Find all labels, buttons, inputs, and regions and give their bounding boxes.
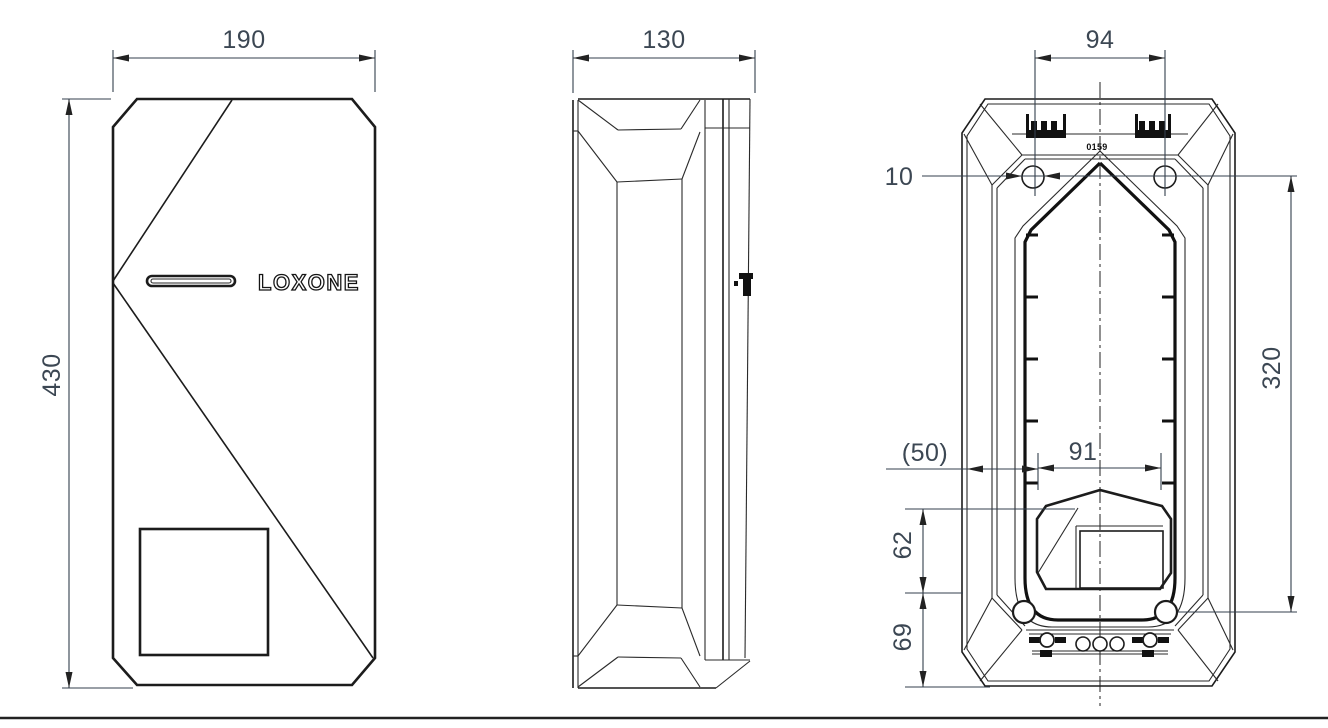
dim-bottom-offset: 69 [889,623,917,652]
rear-mounting-clip-right [1135,114,1171,138]
rear-marking-text: 0159 [1086,142,1107,152]
side-view: 130 [572,26,756,689]
side-groove-bot-ridge [617,656,682,659]
dim-pocket-height: 62 [889,531,917,560]
rear-hole-bottom-right [1153,599,1179,625]
led-slot [145,274,237,288]
rear-pocket-diagonal [1037,507,1079,574]
rear-cable-knockouts [1075,636,1125,652]
rear-plug-left [1040,650,1052,657]
dim-side-depth: 130 [642,26,685,54]
rear-corner-br-b [1177,629,1219,682]
side-groove-bot-ridge-2 [616,604,683,609]
rear-hole-top-left [1021,165,1045,189]
front-view: LOXONE 190 430 [38,26,377,689]
dim-offset-ref: (50) [902,439,948,467]
rear-corner-tl-a [979,103,1023,156]
rear-screw-boss-left [1029,632,1066,648]
rear-outline-outer [961,98,1236,687]
side-groove-top-slant-right [680,99,701,130]
rear-mounting-clip-left [1026,114,1066,138]
rear-arch-outer-left [1014,150,1101,628]
rear-cable-pocket [1035,488,1173,591]
side-groove-bot-slant-left [577,656,619,688]
rear-corner-tr-a [1177,103,1219,156]
rear-corner-tr-b [1207,133,1234,186]
dim-pocket-width: 91 [1069,438,1098,466]
rear-wall-ticks [1026,233,1174,485]
rear-screw-boss-right [1132,632,1169,648]
rear-view: 0159 [885,26,1297,706]
side-groove-bot-slant-left-2 [577,604,618,657]
side-groove-top-ridge [617,128,682,131]
rear-outline-inner [966,103,1231,682]
rear-pocket-box [1079,530,1164,589]
front-facet-line-upper [112,99,233,282]
side-groove-top-ridge-2 [616,178,683,183]
side-groove-bot-slant-right-2 [681,607,701,657]
rear-inner-frame [991,154,1209,635]
rear-corner-tl-b [963,133,993,186]
dim-hole-diameter: 10 [885,163,914,191]
led-slot-inner [150,278,232,284]
dim-front-height: 430 [38,353,66,396]
rear-corner-bl-b [979,629,1023,682]
front-facet-line-lower [112,282,374,659]
front-body-outline [111,97,377,687]
side-groove-top-slant-left-2 [577,130,618,183]
rear-corner-bl-a [963,597,993,651]
rear-hole-bottom-left [1011,599,1037,625]
loxone-logo: LOXONE [258,270,360,295]
side-right-edge-taper [744,98,751,659]
side-groove-bot-slant-right [680,657,701,688]
dim-clip-spacing: 94 [1086,26,1115,54]
side-mounting-clip [734,273,753,296]
side-groove-top-slant-right-2 [681,131,701,180]
side-bottom-right-slant [715,660,751,689]
side-groove-top-slant-left [577,99,619,131]
rear-corner-br-a [1207,597,1234,651]
dim-hole-vertical-spacing: 320 [1258,346,1286,389]
rear-arch-outer-right [1099,150,1186,628]
rear-plug-right [1142,650,1154,657]
dim-front-width: 190 [222,26,265,54]
display-window [138,527,270,657]
